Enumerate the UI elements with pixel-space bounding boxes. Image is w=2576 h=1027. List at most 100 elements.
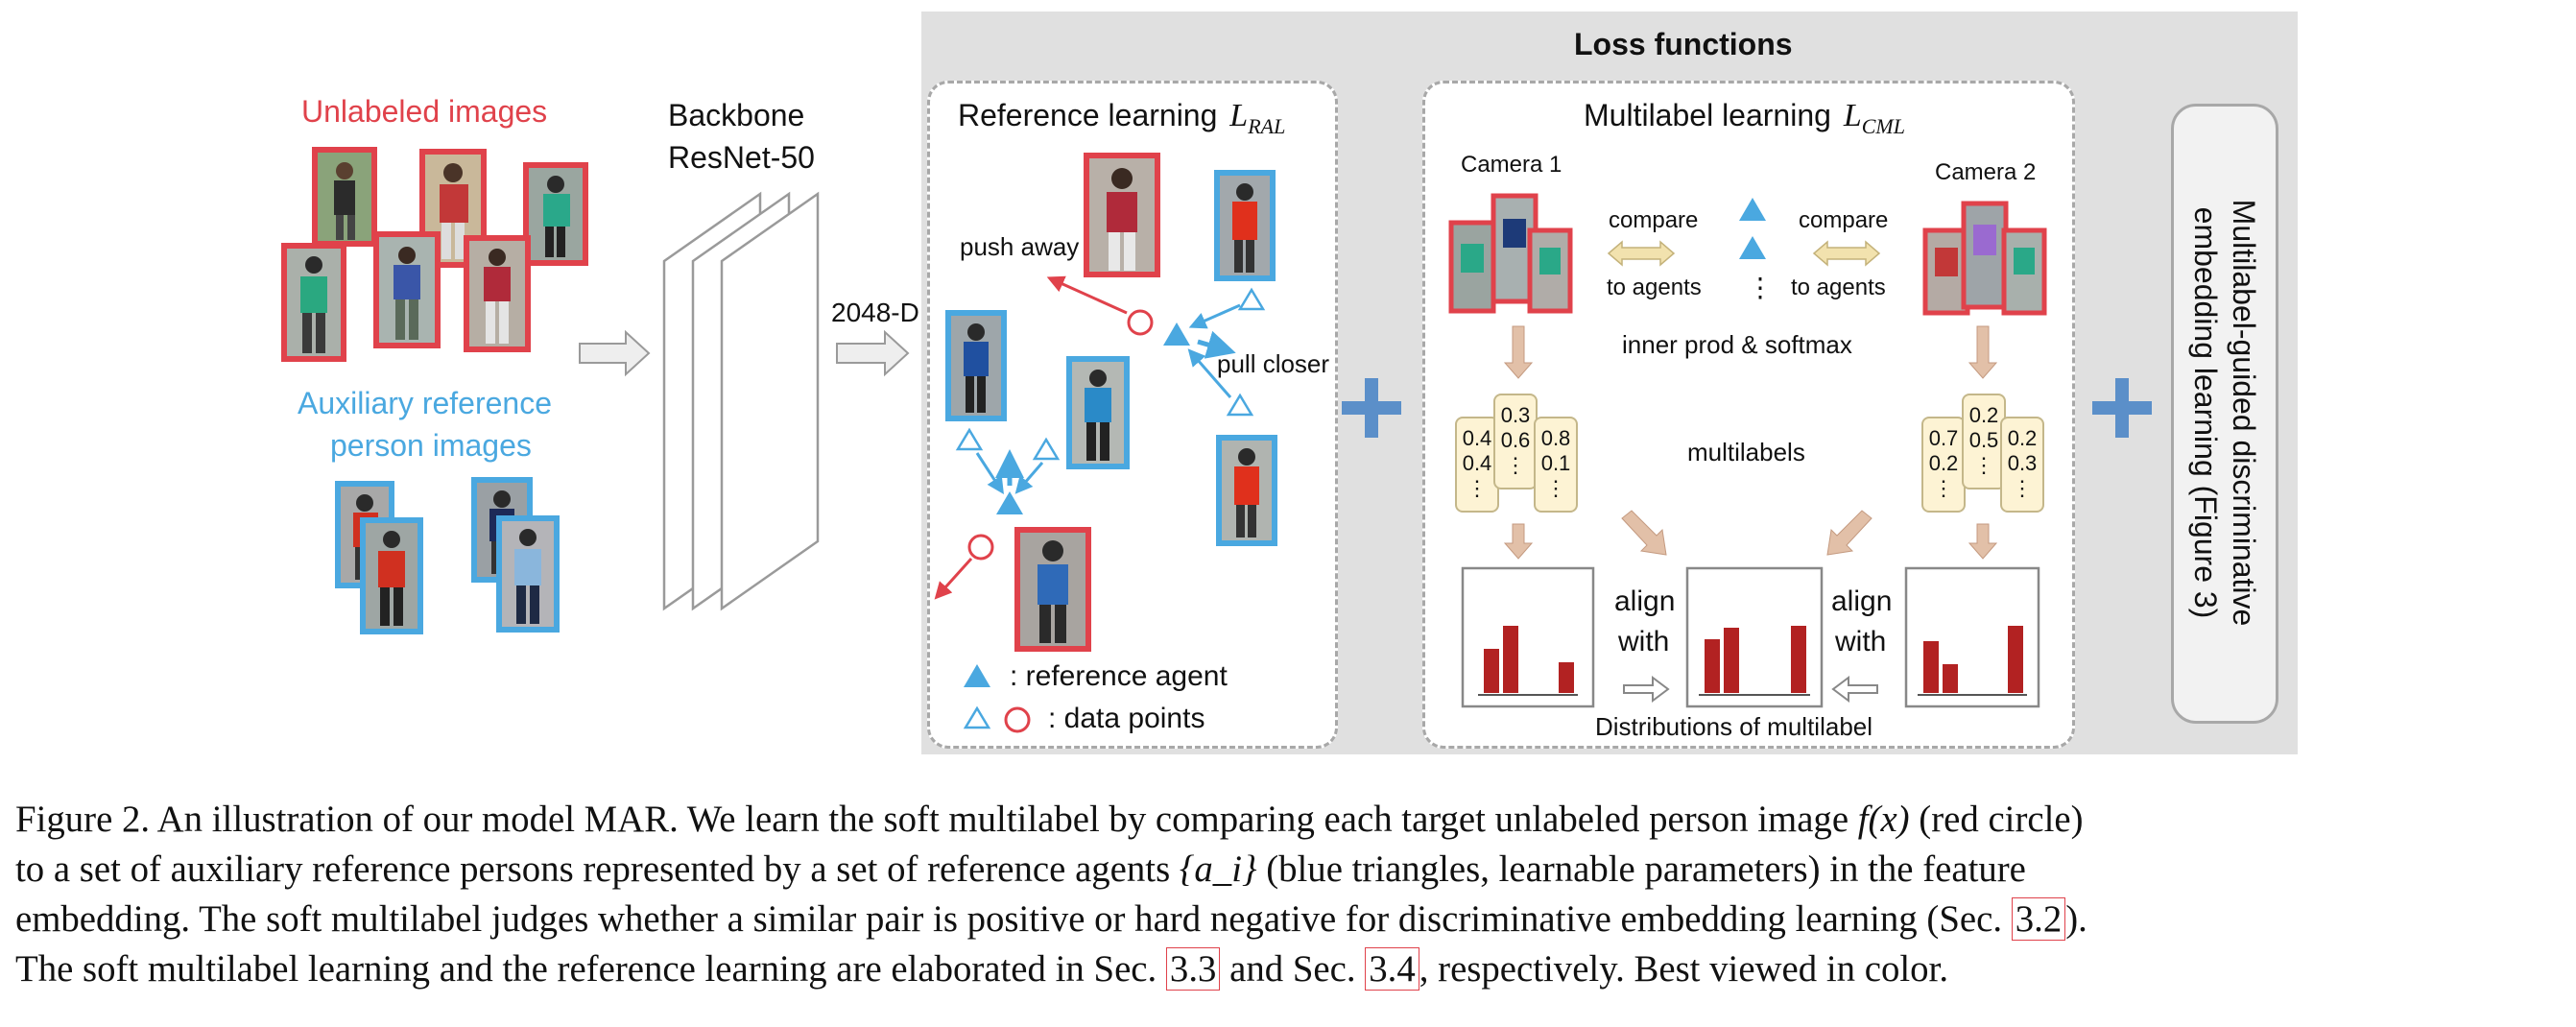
- cam1-to-p1-arrow: [1503, 523, 1534, 560]
- cam2-card2-v1: 0.2: [1968, 403, 1999, 427]
- cam1-card3-dots: ⋮: [1545, 476, 1566, 500]
- reference-learning-graphics: [934, 153, 1277, 733]
- cam2-card3-v1: 0.2: [2007, 426, 2038, 450]
- reference-agent-triangle-2: [996, 491, 1023, 514]
- p2-bar: [1943, 664, 1958, 693]
- data-point-triangle-3: [955, 427, 984, 451]
- auxiliary-title-line2: person images: [330, 428, 532, 463]
- compare-arrow-left: [1607, 240, 1676, 267]
- cam2-card3-v2: 0.3: [2007, 451, 2038, 475]
- auxiliary-title-line1: Auxiliary reference: [298, 386, 552, 420]
- multilabel-learning-title: Multilabel learning LCML: [1584, 100, 1905, 137]
- p2-bar: [1923, 641, 1939, 693]
- p1-bar: [1559, 662, 1574, 693]
- push-away-arrow-1: [1046, 275, 1128, 315]
- push-away-arrow-2: [934, 557, 973, 600]
- cam1-card1-dots: ⋮: [1467, 476, 1488, 500]
- discriminative-embedding-box: [2171, 104, 2278, 724]
- caption-line3-text: embedding. The soft multilabel judges wh…: [15, 898, 2012, 940]
- camera1-images: [1448, 193, 1573, 314]
- data-point-triangle-1: [1237, 287, 1266, 311]
- cml-symbol: L: [1843, 98, 1862, 133]
- with-label-right: with: [1835, 626, 1887, 657]
- cml-subscript: CML: [1861, 113, 1905, 138]
- ref-image-blue-right: [1216, 435, 1277, 546]
- person-image-red: [523, 162, 588, 266]
- cam2-multilabel-card: 0.2 0.3 ⋮: [2000, 417, 2044, 513]
- compare-label-right: compare: [1799, 207, 1889, 233]
- caption-line1-end: (red circle): [1909, 799, 2084, 840]
- cam2-multilabel-card: 0.2 0.5 ⋮: [1962, 394, 2006, 490]
- compare-label-left: compare: [1609, 207, 1699, 233]
- ref-image-red-top: [1084, 153, 1160, 277]
- ral-symbol: L: [1229, 98, 1249, 133]
- backbone-model-label: ResNet-50: [668, 140, 815, 175]
- cam2-card1-dots: ⋮: [1933, 476, 1954, 500]
- data-point-triangle-2: [1226, 393, 1254, 417]
- cam1-card2-dots: ⋮: [1505, 453, 1526, 477]
- caption-math-fx: f(x): [1857, 799, 1910, 840]
- multilabel-learning-graphics: [1448, 193, 2047, 708]
- p1-bar: [1503, 626, 1518, 693]
- caption-line2-end: (blue triangles, learnable parameters) i…: [1256, 848, 2026, 890]
- caption-ref-3-2[interactable]: 3.2: [2011, 897, 2066, 941]
- data-point-triangle-4: [1032, 437, 1061, 461]
- legend-data-points: : data points: [1048, 703, 1205, 734]
- caption-line-1: Figure 2. An illustration of our model M…: [15, 795, 2561, 845]
- camera2-person-image: [1922, 227, 1970, 316]
- camera1-down-arrow: [1503, 325, 1534, 379]
- cam2-to-p2-arrow: [1968, 523, 1998, 560]
- cam1-card3-v2: 0.1: [1540, 451, 1571, 475]
- ref-image-red-bottom: [1014, 527, 1091, 652]
- pull-closer-arrow-3: [1197, 330, 1236, 359]
- reference-learning-title-text: Reference learning: [958, 98, 1218, 132]
- camera2-person-image: [1961, 201, 2009, 310]
- reference-learning-loss-symbol: LRAL: [1229, 98, 1285, 137]
- backbone-layers: [662, 191, 820, 611]
- compare-arrow-right: [1812, 240, 1881, 267]
- caption-line-4: The soft multilabel learning and the ref…: [15, 944, 2561, 994]
- cam2-to-p-arrow: [1826, 510, 1872, 556]
- agents-ellipsis: ⋮: [1747, 273, 1774, 302]
- caption-line4-end: , respectively. Best viewed in color.: [1419, 948, 1949, 990]
- feature-arrow: [836, 329, 910, 377]
- multilabel-learning-title-text: Multilabel learning: [1584, 98, 1831, 132]
- multilabel-learning-loss-symbol: LCML: [1843, 98, 1905, 137]
- feature-dimension-label: 2048-D: [831, 298, 919, 327]
- data-point-circle-2: [967, 534, 994, 561]
- distributions-label: Distributions of multilabel: [1595, 712, 1873, 741]
- cam1-card1-v1: 0.4: [1462, 426, 1492, 450]
- cam2-card2-v2: 0.5: [1968, 428, 1999, 452]
- figure-graphics: [281, 147, 2152, 733]
- pull-closer-arrow-4: [975, 452, 1004, 495]
- p2-bar: [2008, 626, 2023, 693]
- cam1-card3-v1: 0.8: [1540, 426, 1571, 450]
- align-arrow-left: [1623, 676, 1670, 703]
- pull-closer-arrow-2: [1187, 348, 1232, 398]
- caption-ref-3-4[interactable]: 3.4: [1365, 947, 1419, 991]
- to-agents-label-right: to agents: [1791, 275, 1886, 300]
- person-image-blue: [360, 517, 423, 634]
- p-bars: [1705, 626, 1806, 693]
- p-bar: [1705, 639, 1720, 693]
- caption-line4-mid: and Sec.: [1220, 948, 1366, 990]
- figure-caption: Figure 2. An illustration of our model M…: [15, 795, 2561, 994]
- ref-image-blue-mid: [1066, 356, 1130, 469]
- cam1-card1-v2: 0.4: [1462, 451, 1492, 475]
- legend-point-triangle: [963, 705, 991, 729]
- image-to-backbone-arrow: [579, 329, 651, 377]
- unlabeled-images-title: Unlabeled images: [301, 94, 548, 129]
- cam1-to-p-arrow: [1621, 510, 1667, 556]
- person-image-red: [464, 235, 531, 352]
- camera2-images: [1922, 201, 2047, 316]
- p1-bars: [1484, 626, 1574, 693]
- caption-ref-3-3[interactable]: 3.3: [1165, 947, 1221, 991]
- unlabeled-image-thumbnails: [281, 147, 588, 362]
- caption-math-agents: {a_i}: [1179, 848, 1257, 890]
- person-image-red: [281, 243, 346, 362]
- inner-product-label: inner prod & softmax: [1622, 330, 1852, 359]
- cam1-multilabel-card: 0.8 0.1 ⋮: [1534, 417, 1578, 513]
- cam1-card2-v1: 0.3: [1500, 403, 1531, 427]
- agent-triangle-bottom: [1739, 236, 1766, 259]
- plus-icon-left: [1342, 378, 1401, 438]
